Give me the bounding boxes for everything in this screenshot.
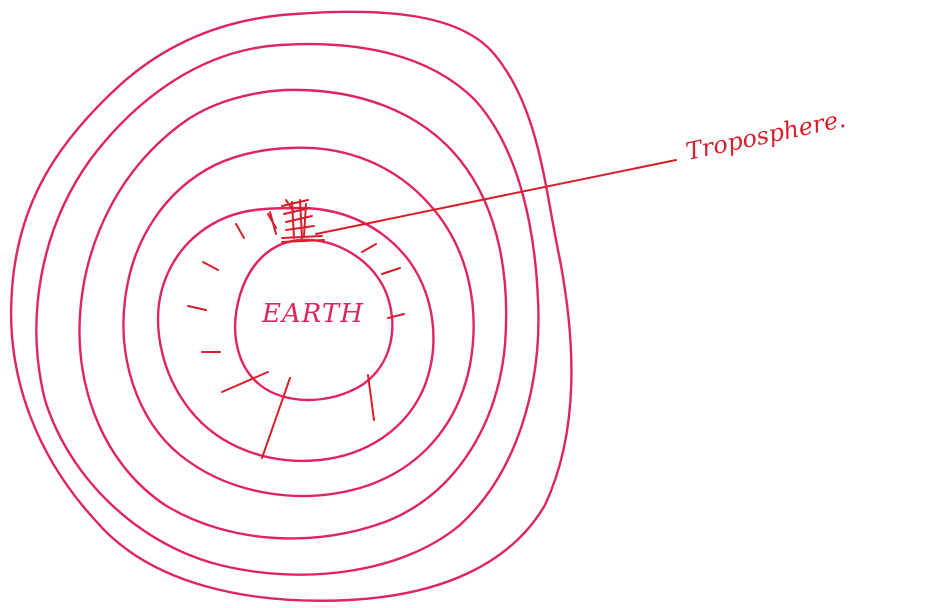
troposphere-leader-line	[316, 160, 676, 234]
tick-2	[236, 224, 244, 238]
tick-4	[188, 306, 206, 310]
tick-10	[382, 268, 400, 274]
tick-8	[368, 375, 374, 420]
troposphere-ticks	[188, 200, 404, 458]
tick-3	[203, 262, 218, 270]
troposphere-label: Troposphere.	[683, 105, 848, 166]
earth-label: EARTH	[261, 299, 364, 329]
tick-11	[362, 244, 376, 252]
marker-scribble	[270, 200, 324, 242]
troposphere-marker	[270, 200, 324, 242]
tick-9	[388, 314, 404, 318]
tick-6	[222, 372, 268, 392]
